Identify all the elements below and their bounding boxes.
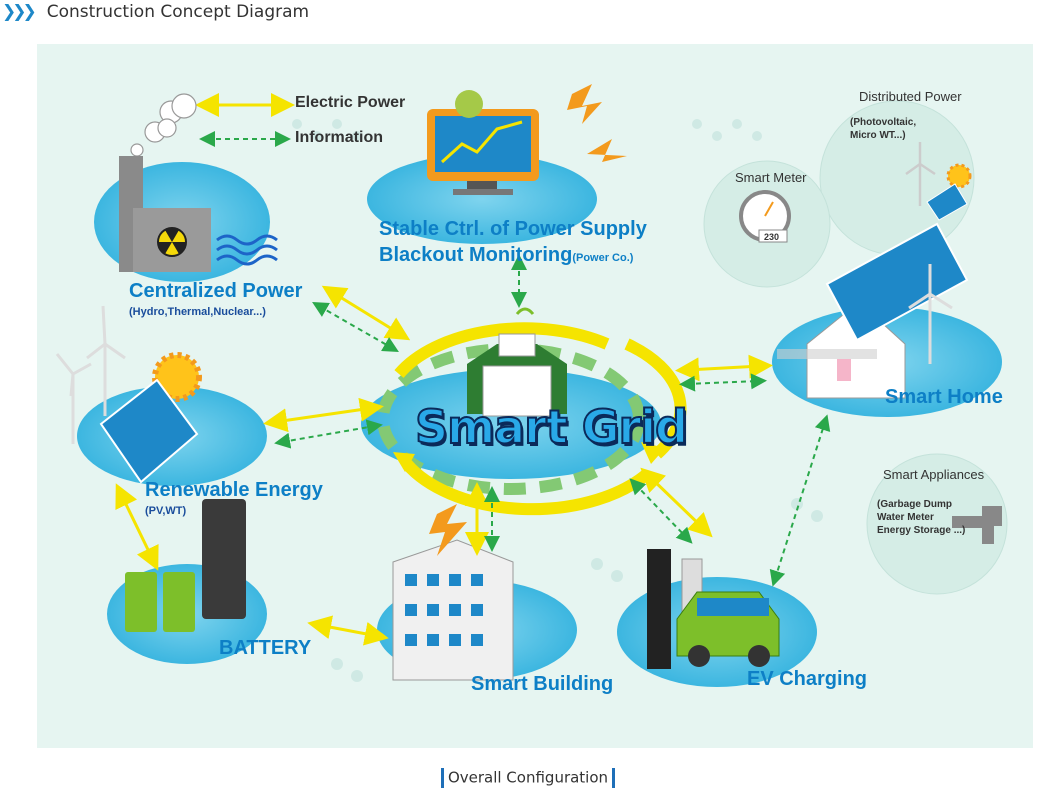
wind-turbine-icon: [905, 142, 936, 206]
distributed-line2: Micro WT...): [850, 130, 906, 141]
appliances-line3: Energy Storage ...): [877, 525, 966, 536]
control-blob: [367, 154, 597, 244]
appliances-line1: (Garbage Dump: [877, 499, 953, 510]
control-line2: Blackout Monitoring(Power Co.): [379, 244, 633, 267]
sun-icon: [152, 352, 202, 402]
center-tower-icon: [482, 365, 552, 417]
battery-cell-icon: [125, 572, 157, 632]
water-wave-icon: [216, 234, 278, 266]
distributed-title: Distributed Power: [859, 89, 962, 104]
sun-icon: [946, 163, 972, 189]
renewable-sub: (PV,WT): [145, 505, 187, 517]
ev-title: EV Charging: [747, 668, 868, 690]
fence-icon: [777, 349, 877, 359]
battery-cabinet-icon: [202, 499, 246, 619]
faucet-icon: [952, 506, 1002, 544]
lightning-icon: [567, 84, 602, 124]
center-yellow-ring: [394, 322, 610, 378]
solar-panel-icon: [99, 378, 199, 484]
connection-arrows: [115, 254, 831, 646]
section-title: Construction Concept Diagram: [46, 2, 310, 22]
control-suffix: (Power Co.): [572, 252, 634, 264]
roof-solar-icon: [825, 222, 969, 342]
ev-charger-icon: [647, 549, 671, 669]
centralized-title: Centralized Power: [129, 280, 303, 302]
smart-grid-title: Smart Grid: [414, 399, 689, 455]
appliances-title: Smart Appliances: [883, 467, 985, 482]
diagram-graphics: [55, 84, 1008, 687]
figure-caption: Overall Configuration: [0, 768, 1056, 788]
wifi-icon: [515, 307, 535, 315]
solar-panel-icon: [926, 183, 968, 221]
control-line1: Stable Ctrl. of Power Supply: [379, 218, 647, 240]
caption-text: Overall Configuration: [447, 768, 609, 787]
wind-turbine-icon: [55, 305, 126, 444]
center-blob: [361, 369, 661, 479]
legend-electric-label: Electric Power: [295, 94, 406, 111]
lightning-icon: [429, 504, 467, 556]
gear-icon: [455, 90, 483, 118]
section-header: ❯❯❯ Construction Concept Diagram: [0, 0, 309, 24]
chevron-icon: ❯❯❯: [2, 2, 37, 22]
cloud-icon: [130, 93, 197, 157]
control-line2-text: Blackout Monitoring: [379, 244, 573, 266]
battery-title: BATTERY: [219, 637, 312, 659]
meter-title: Smart Meter: [735, 170, 807, 185]
caption-bar-left: [440, 768, 444, 788]
lightning-icon: [587, 139, 627, 162]
appliances-bubble: [866, 453, 1008, 595]
appliances-line2: Water Meter: [877, 512, 934, 523]
meter-value: 230: [764, 232, 780, 242]
centralized-sub: (Hydro,Thermal,Nuclear...): [129, 306, 266, 318]
wind-turbine-icon: [908, 264, 953, 364]
renewable-title: Renewable Energy: [145, 479, 323, 501]
home-title: Smart Home: [885, 386, 1003, 408]
caption-bar-right: [612, 768, 616, 788]
battery-cell-icon: [163, 572, 195, 632]
diagram-panel: Electric Power Information Stable Ctrl. …: [37, 44, 1033, 748]
building-title: Smart Building: [471, 673, 614, 695]
legend-info-label: Information: [295, 129, 383, 146]
distributed-line1: (Photovoltaic,: [850, 117, 917, 128]
